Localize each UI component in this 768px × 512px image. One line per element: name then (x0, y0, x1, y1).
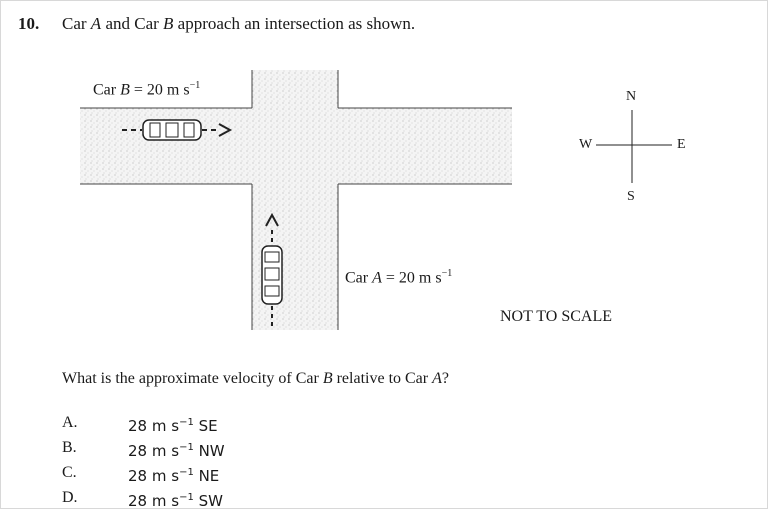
compass-south: S (627, 189, 635, 204)
answer-options: A. 28 m s−1 SE B. 28 m s−1 NW C. 28 m s−… (62, 412, 225, 512)
compass-cross (596, 110, 672, 183)
option-c[interactable]: C. 28 m s−1 NE (62, 464, 220, 485)
car-a-icon (261, 212, 283, 326)
car-a-label: Car A = 20 m s−1 (345, 268, 453, 287)
question-prompt: What is the approximate velocity of Car … (62, 370, 449, 387)
compass-east: E (677, 137, 686, 152)
option-d[interactable]: D. 28 m s−1 SW (62, 489, 223, 510)
road-surface (80, 70, 512, 330)
option-a[interactable]: A. 28 m s−1 SE (62, 414, 218, 435)
compass-north: N (626, 89, 637, 104)
scale-note: NOT TO SCALE (500, 308, 613, 325)
question-text: Car A and Car B approach an intersection… (62, 14, 416, 33)
question-number: 10. (18, 14, 40, 33)
option-b[interactable]: B. 28 m s−1 NW (62, 439, 225, 460)
road-edges (80, 70, 512, 330)
compass-west: W (579, 137, 593, 152)
car-b-icon (122, 119, 233, 141)
car-b-label: Car B = 20 m s−1 (93, 80, 201, 99)
